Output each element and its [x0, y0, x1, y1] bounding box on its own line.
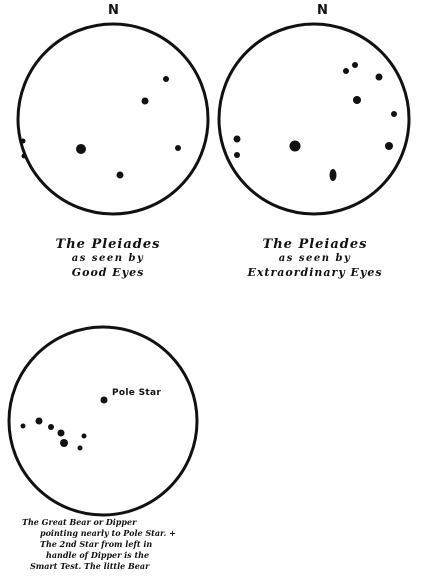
star: [175, 145, 181, 151]
star: [385, 142, 393, 150]
great-bear-chart: [9, 327, 197, 515]
note-line: pointing nearly to Pole Star. +: [22, 528, 222, 539]
north-label-right: N: [317, 4, 328, 18]
star: [58, 430, 65, 437]
dipper-note: The Great Bear or Dipper pointing nearly…: [22, 517, 222, 572]
caption-subtitle: as seen by: [28, 252, 188, 266]
note-line: Smart Test. The little Bear: [22, 561, 222, 572]
star: [78, 446, 83, 451]
caption-good-eyes: The Pleiades as seen by Good Eyes: [28, 238, 188, 280]
star: [234, 152, 240, 158]
star: [163, 76, 169, 82]
star: [76, 144, 86, 154]
note-line: The Great Bear or Dipper: [22, 517, 222, 528]
caption-title: The Pleiades: [28, 238, 188, 252]
star: [36, 418, 43, 425]
pole-star-label: Pole Star: [112, 388, 161, 398]
star: [330, 169, 337, 181]
star: [391, 111, 397, 117]
caption-title: The Pleiades: [225, 238, 405, 252]
note-line: handle of Dipper is the: [22, 550, 222, 561]
star: [353, 96, 361, 104]
star: [21, 424, 26, 429]
star: [234, 136, 241, 143]
pole-star: [101, 397, 108, 404]
caption-eyes: Good Eyes: [28, 266, 188, 280]
star: [343, 68, 349, 74]
north-label-left: N: [108, 4, 119, 18]
caption-extraordinary-eyes: The Pleiades as seen by Extraordinary Ey…: [225, 238, 405, 280]
note-line: The 2nd Star from left in: [22, 539, 222, 550]
star: [22, 154, 27, 159]
sky-circle-left: [18, 24, 208, 214]
star: [60, 439, 68, 447]
pleiades-good-eyes-chart: [18, 24, 208, 214]
star: [290, 141, 301, 152]
star: [376, 74, 383, 81]
star: [82, 434, 87, 439]
star: [48, 424, 54, 430]
caption-eyes: Extraordinary Eyes: [225, 266, 405, 280]
sky-circle-right: [219, 24, 409, 214]
caption-subtitle: as seen by: [225, 252, 405, 266]
star: [21, 139, 26, 144]
star: [352, 62, 358, 68]
star: [117, 172, 124, 179]
pleiades-extraordinary-eyes-chart: [219, 24, 409, 214]
star: [142, 98, 149, 105]
